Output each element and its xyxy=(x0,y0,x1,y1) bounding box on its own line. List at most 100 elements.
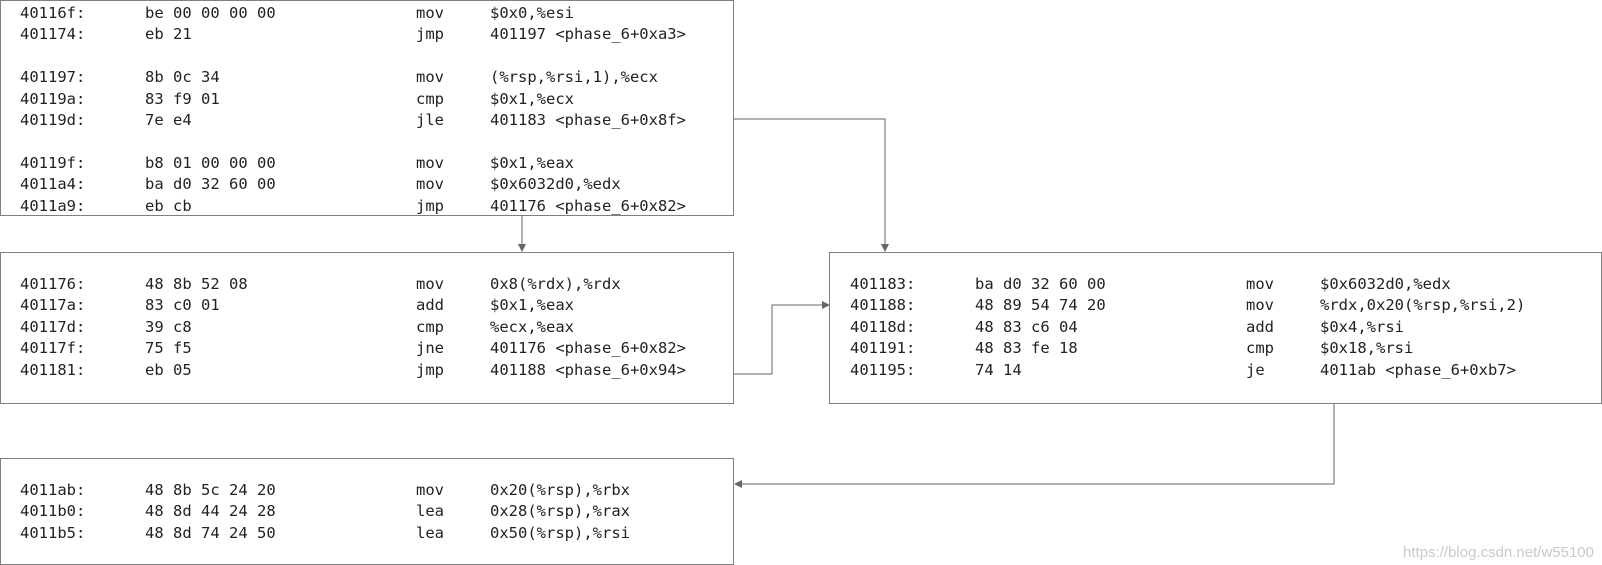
asm-addr: 401183: xyxy=(850,275,916,293)
asm-mnem: cmp xyxy=(416,317,444,336)
asm-line: 40117d: 39 c8 cmp %ecx,%eax xyxy=(0,317,1602,338)
asm-ops: 4011ab <phase_6+0xb7> xyxy=(1320,360,1516,379)
asm-bytes: be 00 00 00 00 xyxy=(145,4,276,22)
asm-bytes: 48 8d 44 24 28 xyxy=(145,502,276,521)
asm-bytes: 48 89 54 74 20 xyxy=(975,296,1106,315)
asm-ops: $0x18,%rsi xyxy=(1320,339,1414,358)
asm-mnem: jmp xyxy=(416,196,444,215)
code-block-401183 xyxy=(829,252,1602,404)
asm-bytes: 75 f5 xyxy=(145,339,192,358)
asm-ops: $0x6032d0,%edx xyxy=(490,175,621,194)
arrow-jle-to-401183 xyxy=(724,118,889,252)
asm-bytes: 74 14 xyxy=(975,360,1022,379)
asm-bytes: 48 83 c6 04 xyxy=(975,317,1078,336)
asm-mnem: mov xyxy=(416,153,444,172)
asm-mnem: cmp xyxy=(416,89,444,108)
asm-bytes: ba d0 32 60 00 xyxy=(145,175,276,194)
asm-line: 40119d: 7e e4 jle 401183 <phase_6+0x8f> xyxy=(0,110,1602,131)
asm-ops: 401188 <phase_6+0x94> xyxy=(490,360,686,379)
asm-mnem: lea xyxy=(416,523,444,542)
asm-addr: 40119a: xyxy=(20,89,86,108)
asm-mnem: mov xyxy=(416,175,444,194)
asm-ops: $0x1,%eax xyxy=(490,296,574,315)
asm-addr: 4011b5: xyxy=(20,523,86,542)
asm-line: 401181: eb 05 jmp 401188 <phase_6+0x94> xyxy=(0,360,1602,381)
asm-bytes: b8 01 00 00 00 xyxy=(145,153,276,172)
code-block-40116f xyxy=(0,0,734,216)
asm-ops: $0x4,%rsi xyxy=(1320,317,1404,336)
asm-bytes: 7e e4 xyxy=(145,111,192,129)
arrow-je-to-4011ab xyxy=(734,404,1335,488)
asm-mnem: jle xyxy=(416,111,444,129)
asm-ops: %ecx,%eax xyxy=(490,317,574,336)
asm-ops: $0x1,%ecx xyxy=(490,89,574,108)
asm-mnem: mov xyxy=(1246,296,1274,315)
asm-mnem: cmp xyxy=(1246,339,1274,358)
asm-bytes: 48 83 fe 18 xyxy=(975,339,1078,358)
asm-addr: 40117d: xyxy=(20,317,86,336)
asm-line: 401188: 48 89 54 74 20 mov %rdx,0x20(%rsp,%… xyxy=(0,295,1602,316)
asm-ops: $0x6032d0,%edx xyxy=(1320,275,1451,293)
asm-bytes: ba d0 32 60 00 xyxy=(975,275,1106,293)
asm-bytes: 48 8b 5c 24 20 xyxy=(145,481,276,499)
asm-line: 40119f: b8 01 00 00 00 mov $0x1,%eax xyxy=(0,153,1602,174)
asm-mnem: mov xyxy=(416,275,444,293)
asm-ops: 401176 <phase_6+0x82> xyxy=(490,196,686,215)
asm-ops: $0x1,%eax xyxy=(490,153,574,172)
asm-addr: 40116f: xyxy=(20,4,86,22)
asm-line: 40116f: be 00 00 00 00 mov $0x0,%esi xyxy=(0,3,1602,24)
asm-addr: 401195: xyxy=(850,360,916,379)
asm-addr: 40117f: xyxy=(20,339,86,358)
asm-ops: $0x0,%esi xyxy=(490,4,574,22)
asm-addr: 401181: xyxy=(20,360,86,379)
asm-bytes: eb cb xyxy=(145,196,192,215)
asm-mnem: mov xyxy=(416,68,444,87)
asm-bytes: 83 f9 01 xyxy=(145,89,220,108)
watermark: https://blog.csdn.net/w55100 xyxy=(1403,544,1594,561)
asm-ops: 0x28(%rsp),%rax xyxy=(490,502,630,521)
asm-addr: 40119f: xyxy=(20,153,86,172)
asm-ops: %rdx,0x20(%rsp,%rsi,2) xyxy=(1320,296,1526,315)
asm-addr: 4011a4: xyxy=(20,175,86,194)
asm-ops: 401183 <phase_6+0x8f> xyxy=(490,111,686,129)
asm-addr: 4011b0: xyxy=(20,502,86,521)
asm-line: 4011a4: ba d0 32 60 00 mov $0x6032d0,%edx xyxy=(0,174,1602,195)
code-block-401176 xyxy=(0,252,734,404)
asm-line: 40117f: 75 f5 jne 401176 <phase_6+0x82> xyxy=(0,338,1602,359)
asm-addr: 401197: xyxy=(20,68,86,87)
asm-addr: 40119d: xyxy=(20,111,86,129)
asm-addr: 40117a: xyxy=(20,296,86,315)
asm-ops: 0x50(%rsp),%rsi xyxy=(490,523,630,542)
asm-mnem: jmp xyxy=(416,25,444,44)
code-block-4011ab xyxy=(0,458,734,565)
asm-addr: 401176: xyxy=(20,275,86,293)
asm-addr: 4011ab: xyxy=(20,481,86,499)
asm-mnem: jmp xyxy=(416,360,444,379)
asm-line: 4011b5: 48 8d 74 24 50 lea 0x50(%rsp),%rsi xyxy=(0,523,1602,544)
asm-bytes: 39 c8 xyxy=(145,317,192,336)
asm-mnem: mov xyxy=(1246,275,1274,293)
asm-bytes: 48 8b 52 08 xyxy=(145,275,248,293)
asm-mnem: add xyxy=(1246,317,1274,336)
asm-mnem: je xyxy=(1246,360,1265,379)
asm-ops: 401176 <phase_6+0x82> xyxy=(490,339,686,358)
asm-line: 40119a: 83 f9 01 cmp $0x1,%ecx xyxy=(0,89,1602,110)
asm-mnem: jne xyxy=(416,339,444,358)
asm-bytes: eb 05 xyxy=(145,360,192,379)
asm-mnem: add xyxy=(416,296,444,315)
asm-bytes: eb 21 xyxy=(145,25,192,44)
arrow-jmp-to-401188 xyxy=(716,301,830,375)
asm-mnem: mov xyxy=(416,4,444,22)
asm-addr: 401188: xyxy=(850,296,916,315)
asm-line: 401183: ba d0 32 60 00 mov $0x6032d0,%edx xyxy=(0,274,1602,295)
asm-bytes: 48 8d 74 24 50 xyxy=(145,523,276,542)
asm-line: 401195: 74 14 je 4011ab <phase_6+0xb7> xyxy=(0,360,1602,381)
